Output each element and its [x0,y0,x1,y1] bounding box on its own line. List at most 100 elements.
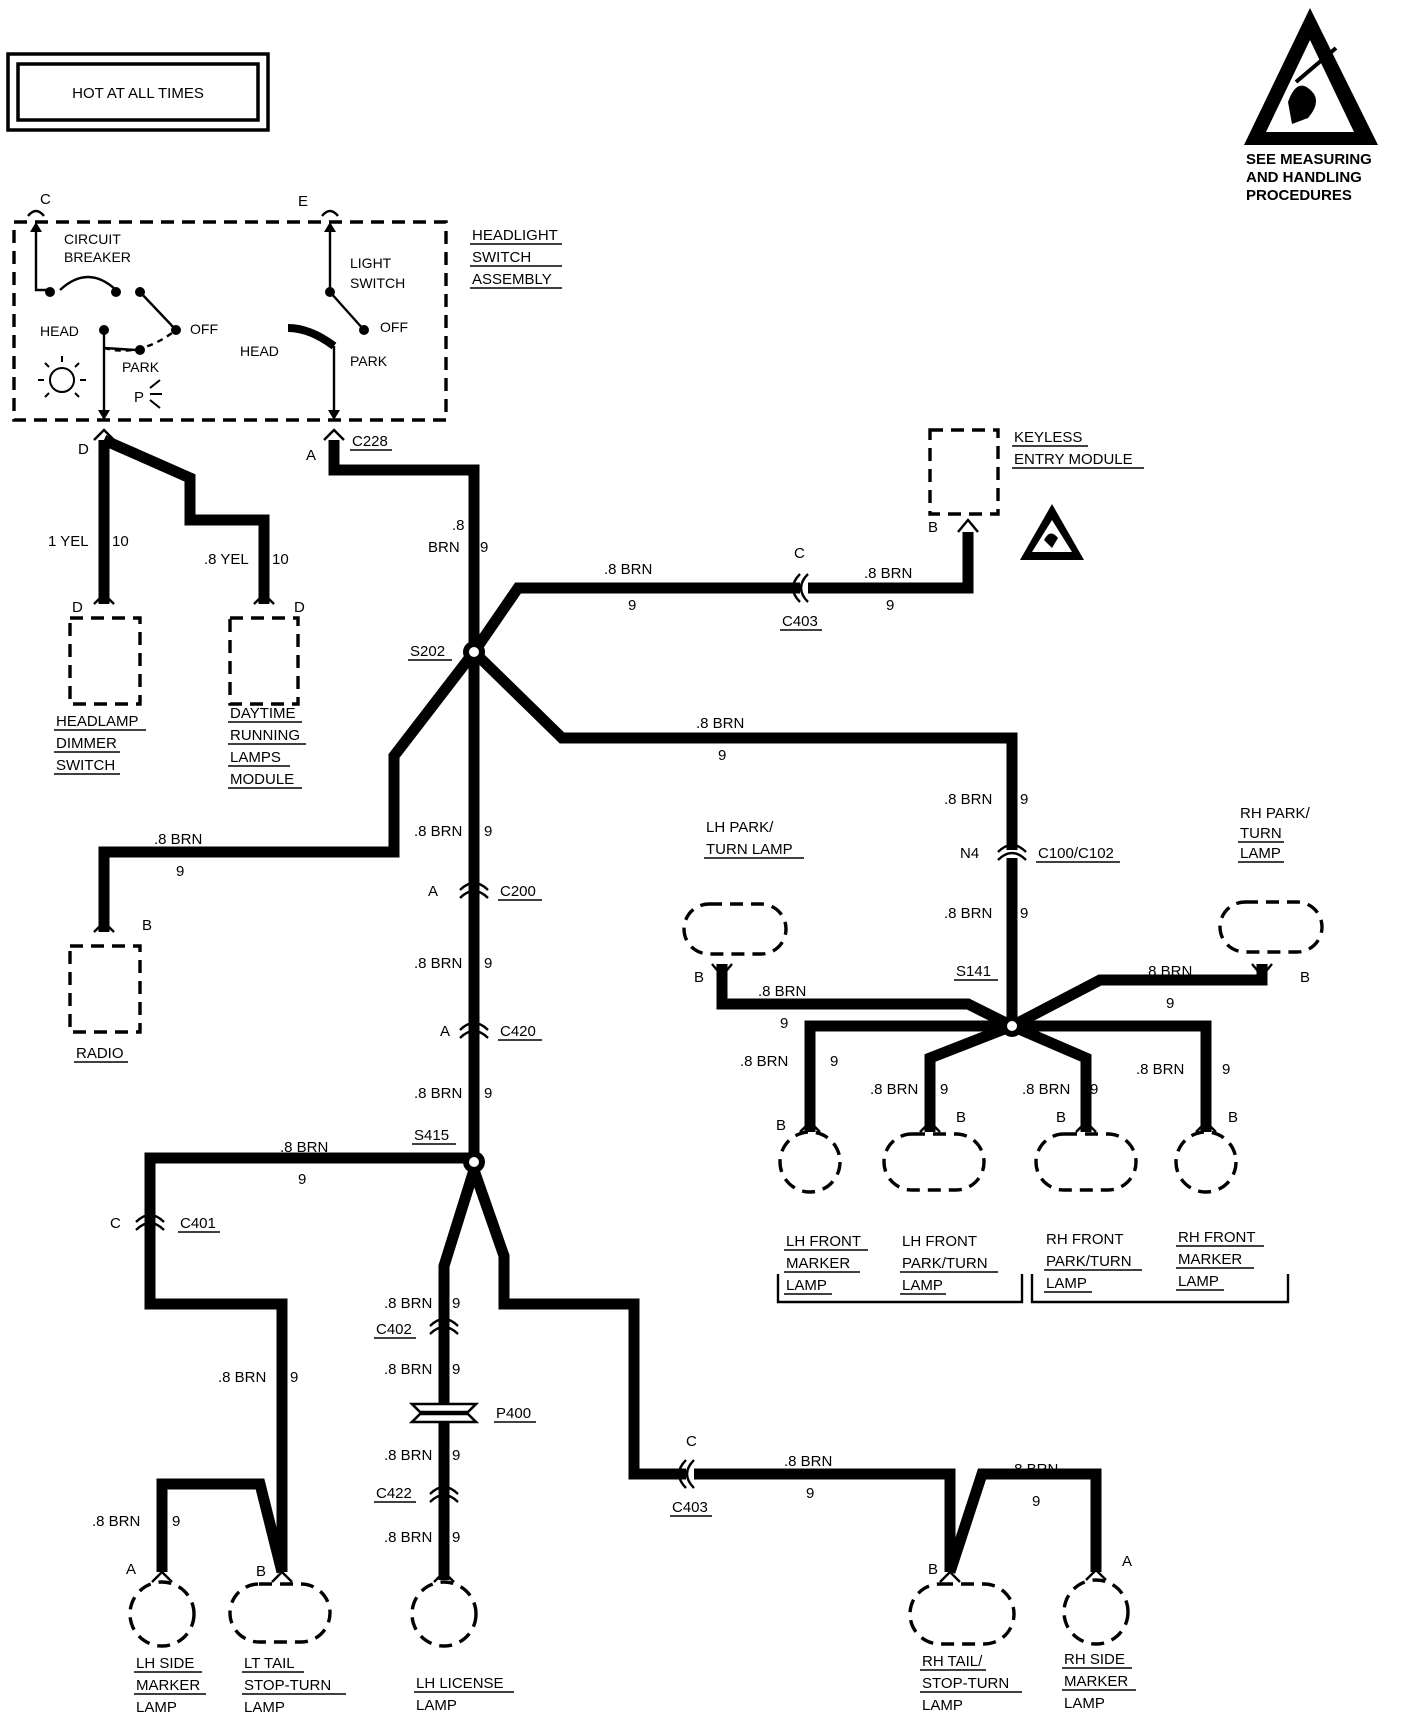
right-off-label: OFF [380,319,408,335]
esd-warning-icon [1244,8,1378,145]
c403-bottom-pin: C [686,1433,697,1450]
s202-label: S202 [410,643,445,660]
c200-connector: A C200 [428,881,542,901]
rh-front-park-pin: B [1056,1109,1066,1126]
lh-front-park-title-3: LAMP [902,1277,943,1294]
wire-main-1-circuit: 9 [484,823,492,840]
splice-s415: S415 [412,1127,485,1173]
wire-rh-side-label: .8 BRN [1010,1461,1058,1478]
rh-tail-pin: B [928,1561,938,1578]
radio-title: RADIO [76,1045,124,1062]
lh-front-marker-title-1: LH FRONT [786,1233,861,1250]
dimmer-pin: D [72,599,83,616]
rh-front-park-turn-lamp: B [1034,1109,1138,1192]
c403-top-label: C403 [782,613,818,630]
drl-title-4: MODULE [230,771,294,788]
wire-lt-tail-circuit: 9 [290,1369,298,1386]
wire-keyless-1-label: .8 BRN [604,561,652,578]
rh-side-marker-title-1: RH SIDE [1064,1651,1125,1668]
rh-front-marker-title-3: LAMP [1178,1273,1219,1290]
splice-s141: S141 [954,963,1023,1037]
wire-s141-v2-label: .8 BRN [944,905,992,922]
s141-label: S141 [956,963,991,980]
rh-front-park-title-1: RH FRONT [1046,1231,1124,1248]
c402-connector: C402 [374,1317,459,1339]
wire-radio-label: .8 BRN [154,831,202,848]
c228-label: C228 [352,433,388,450]
lh-front-park-title-2: PARK/TURN [902,1255,988,1272]
wire-08yel-label: .8 YEL [204,551,249,568]
rh-front-marker-title-2: MARKER [1178,1251,1242,1268]
front-lamp-labels: LH FRONT MARKER LAMP LH FRONT PARK/TURN … [776,1229,1290,1304]
lh-license-lamp: LH LICENSE LAMP [410,1570,514,1714]
wire-lh-front-marker-label: .8 BRN [740,1053,788,1070]
lh-front-marker-lamp: B [776,1117,842,1194]
left-park-label: PARK [122,359,160,375]
n4-label: N4 [960,845,979,862]
lh-park-title-1: LH PARK/ [706,819,774,836]
wire-main-2-label: .8 BRN [414,955,462,972]
wire-rh-tail-label: .8 BRN [784,1453,832,1470]
wire-rh-front-marker-label: .8 BRN [1136,1061,1184,1078]
lh-front-park-title-1: LH FRONT [902,1233,977,1250]
headlamp-dimmer-switch: D HEADLAMP DIMMER SWITCH [54,592,146,775]
wire-c401-label: .8 BRN [280,1139,328,1156]
keyless-title-1: KEYLESS [1014,429,1082,446]
circuit-breaker-line-2: BREAKER [64,249,131,265]
light-switch-line-1: LIGHT [350,255,392,271]
c420-pin: A [440,1023,450,1040]
rh-side-marker-lamp: A RH SIDE MARKER LAMP [1062,1553,1136,1712]
c403-top-pin: C [794,545,805,562]
wire-license-4-circuit: 9 [452,1529,460,1546]
dimmer-title-3: SWITCH [56,757,115,774]
rh-front-park-title-3: LAMP [1046,1275,1087,1292]
wire-main-2-circuit: 9 [484,955,492,972]
wire-brn-top-gauge: .8 [452,517,465,534]
left-off-label: OFF [190,321,218,337]
wire-s141-feed-label: .8 BRN [696,715,744,732]
c402-label: C402 [376,1321,412,1338]
wire-lh-front-marker-circuit: 9 [830,1053,838,1070]
c403-bottom-connector: C C403 [670,1433,712,1517]
wire-labels: 1 YEL 10 .8 YEL 10 .8 BRN 9 .8 BRN 9 .8 … [48,517,1230,1546]
pin-a-label: A [306,447,316,464]
headlight-switch-assembly: P CIRCUIT BREAKER LIGHT SWITCH HEAD OFF … [12,191,562,464]
rh-front-marker-pin: B [1228,1109,1238,1126]
c403-top-connector: C C403 [780,545,822,631]
wire-c401-circuit: 9 [298,1171,306,1188]
headlight-switch-title-1: HEADLIGHT [472,227,558,244]
wire-s141-v1-label: .8 BRN [944,791,992,808]
rh-tail-title-2: STOP-TURN [922,1675,1009,1692]
park-symbol-label: P [134,389,144,406]
p400-connector: P400 [408,1402,536,1424]
lh-side-marker-pin: A [126,1561,136,1578]
right-head-label: HEAD [240,343,279,359]
lt-tail-title-2: STOP-TURN [244,1677,331,1694]
wire-keyless-2-label: .8 BRN [864,565,912,582]
wire-lt-tail-label: .8 BRN [218,1369,266,1386]
radio-pin: B [142,917,152,934]
c200-pin: A [428,883,438,900]
wire-s141-v1-circuit: 9 [1020,791,1028,808]
c401-connector: C C401 [110,1213,220,1233]
wire-lh-side-label: .8 BRN [92,1513,140,1530]
right-park-label: PARK [350,353,388,369]
wire-1yel-label: 1 YEL [48,533,89,550]
lt-tail-title-3: LAMP [244,1699,285,1716]
dimmer-title-2: DIMMER [56,735,117,752]
rh-front-park-title-2: PARK/TURN [1046,1253,1132,1270]
esd-note: SEE MEASURING AND HANDLING PROCEDURES [1246,151,1372,204]
headlamp-symbol-icon [38,356,86,398]
wire-rh-side-circuit: 9 [1032,1493,1040,1510]
hot-at-all-times-box: HOT AT ALL TIMES [6,52,270,132]
wire-rh-park-circuit: 9 [1166,995,1174,1012]
wire-keyless-1-circuit: 9 [628,597,636,614]
dimmer-title-1: HEADLAMP [56,713,139,730]
lh-side-marker-lamp: A LH SIDE MARKER LAMP [126,1561,206,1716]
c422-label: C422 [376,1485,412,1502]
wire-lh-park-label: .8 BRN [758,983,806,1000]
lh-license-title-2: LAMP [416,1697,457,1714]
daytime-running-lamps-module: D DAYTIME RUNNING LAMPS MODULE [228,592,306,789]
rh-front-marker-lamp: B [1174,1109,1238,1194]
